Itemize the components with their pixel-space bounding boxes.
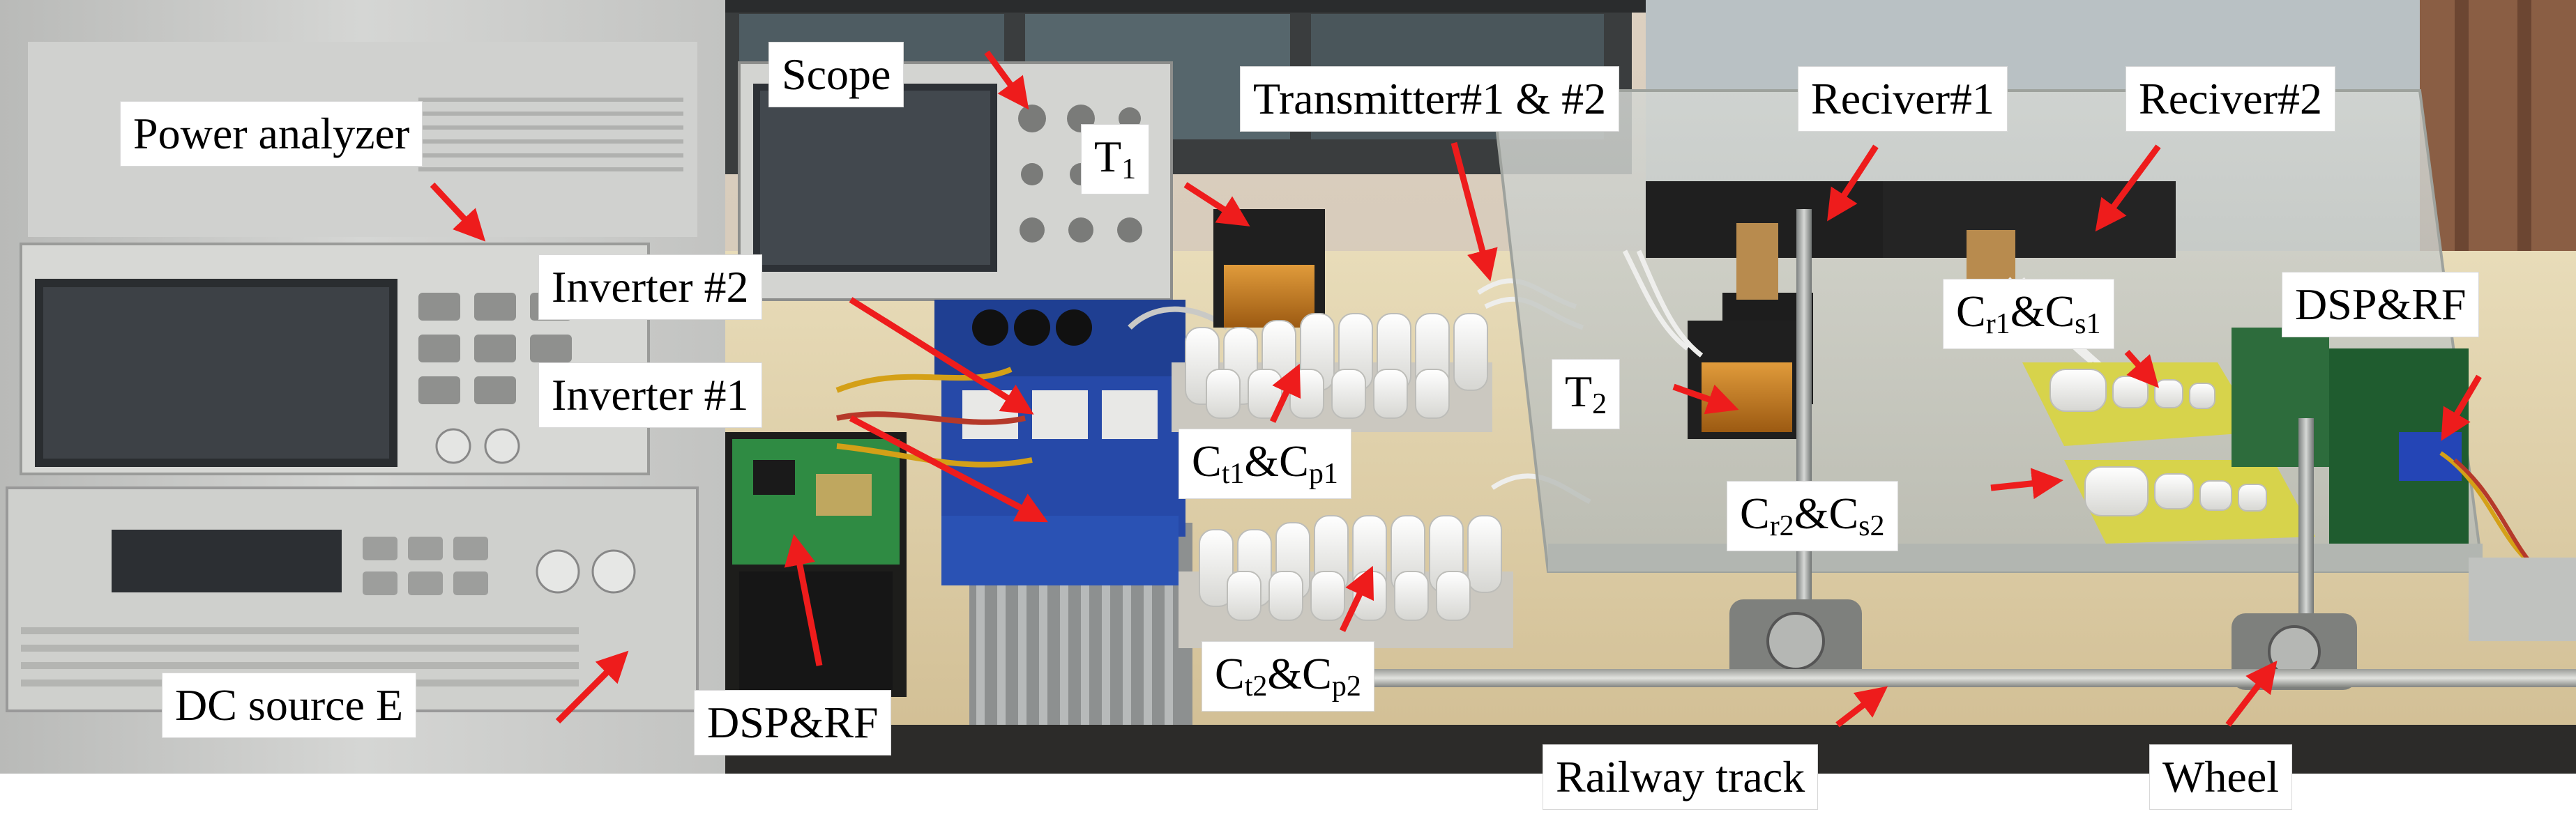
- label-dsp-rf-left-text: DSP&RF: [707, 698, 879, 747]
- label-cr2cs2-a: C: [1740, 489, 1770, 538]
- label-wheel-text: Wheel: [2162, 752, 2279, 801]
- label-wheel: Wheel: [2149, 744, 2292, 810]
- label-cr2cs2-b-sub: s2: [1858, 510, 1885, 542]
- label-receiver1-text: Reciver#1: [1811, 74, 1994, 123]
- label-dsp-rf-left: DSP&RF: [694, 690, 892, 755]
- label-cr1cs1-b-sub: s1: [2075, 308, 2101, 340]
- label-t2: T2: [1552, 359, 1621, 429]
- label-cr1cs1-mid: &C: [2010, 286, 2075, 336]
- label-ct2cp2-mid: &C: [1267, 649, 1332, 698]
- label-t1-sub: 1: [1121, 153, 1137, 185]
- label-t2-main: T: [1565, 367, 1593, 416]
- label-cr1cs1: Cr1&Cs1: [1943, 279, 2114, 349]
- label-inverter2: Inverter #2: [538, 254, 762, 320]
- label-dsp-rf-right-text: DSP&RF: [2295, 279, 2467, 329]
- label-power-analyzer-text: Power analyzer: [133, 109, 410, 158]
- label-receiver2-text: Reciver#2: [2139, 74, 2322, 123]
- label-ct1cp1: Ct1&Cp1: [1179, 429, 1351, 499]
- label-receiver2: Reciver#2: [2126, 66, 2335, 132]
- label-ct2cp2-b-sub: p2: [1331, 670, 1361, 703]
- label-railway: Railway track: [1543, 744, 1819, 810]
- label-scope-text: Scope: [782, 49, 891, 99]
- label-ct2cp2: Ct2&Cp2: [1202, 641, 1374, 712]
- label-cr1cs1-a: C: [1956, 286, 1986, 336]
- label-cr2cs2-a-sub: r2: [1769, 510, 1794, 542]
- label-dsp-rf-right: DSP&RF: [2282, 272, 2480, 337]
- label-t2-sub: 2: [1592, 388, 1607, 420]
- label-ct1cp1-a-sub: t1: [1221, 458, 1245, 490]
- label-inverter2-text: Inverter #2: [552, 262, 749, 312]
- label-power-analyzer: Power analyzer: [120, 101, 423, 167]
- label-cr2cs2-mid: &C: [1794, 489, 1859, 538]
- label-inverter1: Inverter #1: [538, 362, 762, 428]
- label-cr2cs2: Cr2&Cs2: [1727, 481, 1898, 551]
- label-scope: Scope: [768, 42, 904, 107]
- label-transmitter-text: Transmitter#1 & #2: [1253, 74, 1607, 123]
- label-t1: T1: [1081, 124, 1150, 194]
- label-ct1cp1-b-sub: p1: [1308, 458, 1338, 490]
- label-ct1cp1-a: C: [1192, 436, 1222, 486]
- label-receiver1: Reciver#1: [1798, 66, 2008, 132]
- label-t1-main: T: [1094, 132, 1122, 181]
- label-railway-text: Railway track: [1556, 752, 1805, 801]
- label-ct1cp1-mid: &C: [1244, 436, 1309, 486]
- label-dc-source-text: DC source E: [175, 680, 404, 730]
- label-ct2cp2-a: C: [1215, 649, 1245, 698]
- label-dc-source: DC source E: [162, 673, 417, 738]
- label-inverter1-text: Inverter #1: [552, 370, 749, 420]
- label-transmitter: Transmitter#1 & #2: [1240, 66, 1620, 132]
- label-ct2cp2-a-sub: t2: [1244, 670, 1268, 703]
- label-cr1cs1-a-sub: r1: [1985, 308, 2010, 340]
